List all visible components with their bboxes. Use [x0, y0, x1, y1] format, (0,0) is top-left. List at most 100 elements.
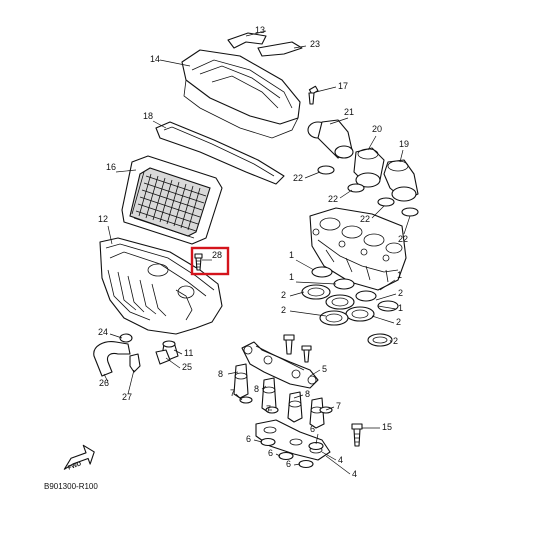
callout-18[interactable]: 18 [143, 111, 153, 121]
callout-leader-line [367, 135, 377, 151]
part-12-airbox-case[interactable] [99, 237, 223, 335]
callout-2[interactable]: 2 [281, 290, 286, 300]
callout-leader-line [304, 171, 321, 179]
part-2-joint[interactable] [319, 310, 349, 326]
callout-17[interactable]: 17 [338, 81, 348, 91]
callout-4[interactable]: 4 [352, 469, 357, 479]
callout-leader-line [339, 189, 353, 199]
part-6-o-ring[interactable] [298, 459, 314, 469]
callout-16[interactable]: 16 [106, 162, 116, 172]
callout-14[interactable]: 14 [150, 54, 160, 64]
part-1-o-ring[interactable] [333, 278, 355, 290]
part-7-seal[interactable] [239, 396, 253, 404]
part-8-injector[interactable] [233, 363, 249, 399]
callout-leader-line [109, 333, 123, 339]
callout-24[interactable]: 24 [98, 327, 108, 337]
callout-2[interactable]: 2 [281, 305, 286, 315]
callout-8[interactable]: 8 [254, 384, 259, 394]
callout-8[interactable]: 8 [218, 369, 223, 379]
callout-leader-line [245, 30, 267, 37]
callout-1[interactable]: 1 [398, 303, 403, 313]
callout-leader-line [399, 149, 404, 163]
filter-mesh-line [180, 185, 194, 229]
part-11-bolt[interactable] [351, 423, 363, 447]
callout-7[interactable]: 7 [266, 404, 271, 414]
callout-leader-line [315, 433, 319, 445]
filter-mesh-line [166, 181, 180, 225]
callout-22[interactable]: 22 [398, 234, 408, 244]
part-16-bolt[interactable] [308, 85, 319, 105]
callout-leader-line [115, 169, 137, 173]
part-14-air-filter[interactable] [121, 155, 223, 245]
callout-22[interactable]: 22 [360, 214, 370, 224]
throttle-body[interactable] [309, 207, 407, 291]
part-26-clamp[interactable] [119, 333, 133, 343]
callout-27[interactable]: 27 [122, 392, 132, 402]
callout-23[interactable]: 23 [310, 39, 320, 49]
part-20-clamp[interactable] [401, 207, 419, 217]
part-2-joint[interactable] [367, 333, 393, 347]
part-19-intake-boot[interactable] [307, 119, 354, 159]
part-23-bracket[interactable] [227, 32, 267, 49]
callout-2[interactable]: 2 [396, 317, 401, 327]
callout-1[interactable]: 1 [289, 272, 294, 282]
callout-5[interactable]: 5 [322, 364, 327, 374]
callout-26[interactable]: 26 [99, 378, 109, 388]
callout-6[interactable]: 6 [268, 448, 273, 458]
callout-6[interactable]: 6 [286, 459, 291, 469]
filter-mesh-line [138, 173, 152, 217]
callout-leader-line [325, 455, 351, 475]
callout-15[interactable]: 15 [382, 422, 392, 432]
part-24-bracket[interactable] [257, 41, 303, 57]
part-27-screw[interactable] [194, 253, 203, 271]
callout-7[interactable]: 7 [336, 401, 341, 411]
part-8-injector[interactable] [309, 397, 325, 429]
callout-8[interactable]: 8 [305, 389, 310, 399]
callout-leader-line [295, 259, 315, 271]
callout-leader-line [371, 315, 395, 324]
part-20-clamp[interactable] [377, 197, 395, 207]
part-1-o-ring[interactable] [355, 290, 377, 302]
part-5-bolt[interactable] [301, 345, 312, 363]
part-21-grommet[interactable] [155, 349, 171, 365]
part-1-o-ring[interactable] [311, 266, 333, 278]
part-17-intake-boot[interactable] [383, 159, 419, 202]
part-6-o-ring[interactable] [260, 437, 276, 447]
part-15-gasket[interactable] [155, 121, 285, 185]
callout-25[interactable]: 25 [182, 362, 192, 372]
part-1-o-ring[interactable] [377, 300, 399, 312]
callout-6[interactable]: 6 [310, 424, 315, 434]
callout-leader-line [235, 393, 243, 401]
callout-2[interactable]: 2 [393, 336, 398, 346]
callout-7[interactable]: 7 [230, 388, 235, 398]
part-18-intake-boot[interactable] [353, 147, 385, 188]
callout-12[interactable]: 12 [98, 214, 108, 224]
callout-28[interactable]: 28 [212, 250, 222, 260]
part-6-o-ring[interactable] [278, 451, 294, 461]
callout-4[interactable]: 4 [338, 455, 343, 465]
callout-1[interactable]: 1 [397, 270, 402, 280]
part-8-injector[interactable] [287, 391, 303, 423]
part-2-joint[interactable] [325, 294, 355, 310]
callout-1[interactable]: 1 [289, 250, 294, 260]
part-28-plug[interactable] [129, 353, 141, 373]
part-2-joint[interactable] [345, 306, 375, 322]
diagram-code: B901300-R100 [44, 482, 98, 491]
callout-6[interactable]: 6 [246, 434, 251, 444]
callout-11[interactable]: 11 [184, 348, 193, 358]
filter-mesh-line [135, 210, 197, 232]
part-20-clamp[interactable] [317, 165, 335, 175]
callout-13[interactable]: 13 [255, 25, 265, 35]
callout-19[interactable]: 19 [399, 139, 409, 149]
part-5-bolt[interactable] [283, 334, 295, 355]
callout-21[interactable]: 21 [344, 107, 354, 117]
filter-mesh-line [173, 183, 187, 227]
part-25-hose[interactable] [93, 341, 131, 377]
part-13-airbox-cover[interactable] [181, 49, 301, 139]
part-5-fuel-rail[interactable] [241, 341, 319, 389]
part-2-joint[interactable] [301, 284, 331, 300]
callout-22[interactable]: 22 [328, 194, 338, 204]
callout-22[interactable]: 22 [293, 173, 303, 183]
callout-2[interactable]: 2 [398, 288, 403, 298]
callout-20[interactable]: 20 [372, 124, 382, 134]
